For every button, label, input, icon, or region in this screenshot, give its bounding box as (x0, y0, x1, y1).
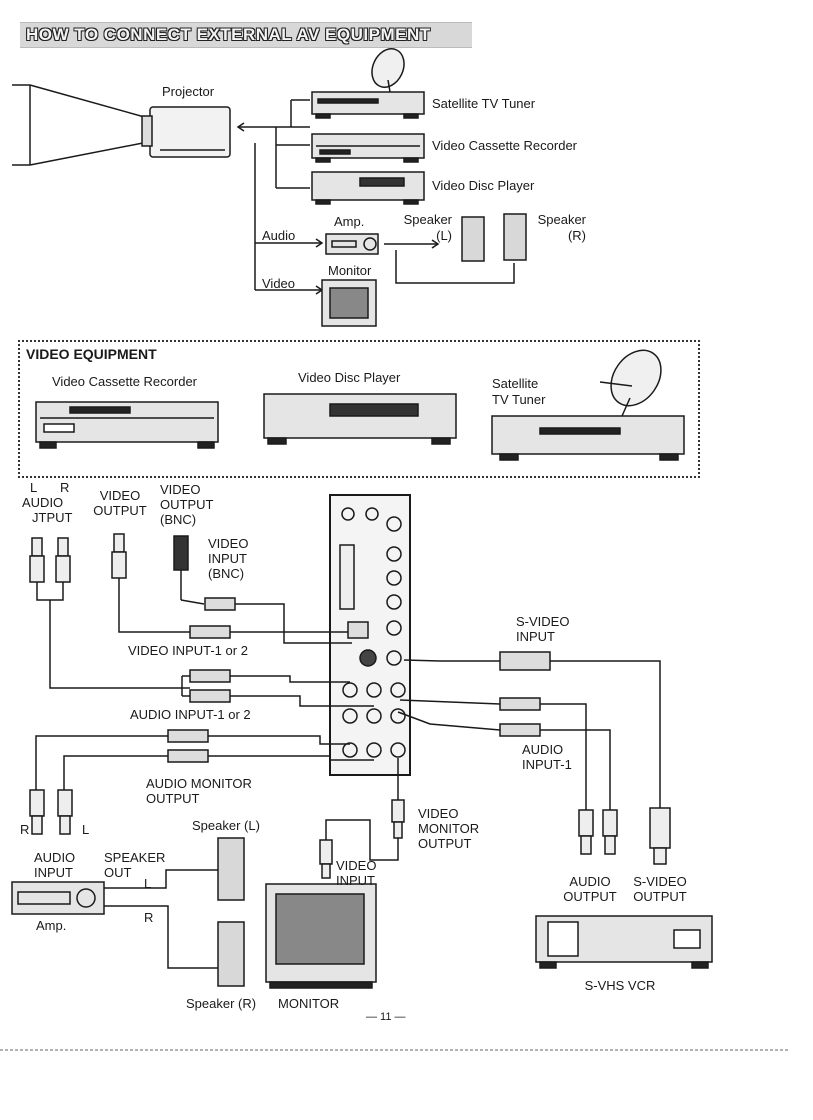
speaker-wires (104, 869, 218, 969)
video-disc-player-top-icon (311, 171, 425, 205)
video-input-12-label: VIDEO INPUT-1 or 2 (128, 643, 248, 658)
amp-top-icon (325, 233, 379, 255)
av-branch-lines (254, 143, 324, 295)
box-vcr-label: Video Cassette Recorder (52, 374, 198, 389)
speaker-l-label-1: Speaker (403, 212, 452, 227)
audio-output-label-1: AUDIO (22, 495, 64, 510)
panel-input-cables (35, 625, 374, 790)
section-header: HOW TO CONNECT EXTERNAL AV EQUIPMENT (20, 22, 472, 48)
vcr-label: Video Cassette Recorder (432, 138, 578, 153)
video-input-label-1: VIDEO (336, 858, 377, 873)
video-output-label-2: OUTPUT (93, 503, 147, 518)
satellite-tuner-icon (311, 48, 425, 119)
audio-monitor-output-label-2: OUTPUT (146, 791, 200, 806)
s-video-output-label-2: OUTPUT (633, 889, 687, 904)
speaker-l-label: Speaker (L) (192, 818, 260, 833)
vcr-top-icon (311, 133, 425, 163)
monitor-label: Monitor (328, 263, 372, 278)
video-output-plug (111, 533, 190, 633)
speaker-r-bottom-icon (217, 921, 245, 987)
audio-input1-label-2: INPUT-1 (522, 757, 572, 772)
audio-input1-label-1: AUDIO (522, 742, 564, 757)
s-video-input-label-1: S-VIDEO (516, 614, 570, 629)
video-output-label-1: VIDEO (99, 488, 141, 503)
svhs-vcr-label: S-VHS VCR (584, 978, 656, 993)
projector-label: Projector (162, 84, 215, 99)
amp-input-plugs (29, 789, 73, 835)
page-title: HOW TO CONNECT EXTERNAL AV EQUIPMENT (26, 25, 431, 44)
audio-output-label-2: JTPUT (32, 510, 73, 525)
video-output-bnc-label-2: OUTPUT (160, 497, 214, 512)
video-input-label-2: INPUT (336, 873, 375, 888)
amp-label: Amp. (334, 214, 365, 229)
box-satellite-label-2: TV Tuner (492, 392, 546, 407)
speaker-r-label-2: (R) (567, 228, 586, 243)
r-label: R (20, 822, 30, 837)
lr-r-label: R (60, 480, 70, 495)
svhs-vcr-icon (535, 915, 713, 969)
video-equipment-box (18, 340, 700, 478)
monitor-top-icon (321, 279, 377, 327)
video-input-bnc-label-3: (BNC) (208, 566, 245, 581)
audio-input1-cable (397, 697, 618, 855)
video-output-bnc-label-1: VIDEO (160, 482, 201, 497)
audio-input-label-1: AUDIO (34, 850, 76, 865)
video-input-bnc-label-2: INPUT (208, 551, 247, 566)
video-input-bnc-label-1: VIDEO (208, 536, 249, 551)
satellite-tuner-box-icon (491, 349, 685, 461)
speaker-r-label: Speaker (R) (186, 996, 257, 1011)
speaker-l-label-2: (L) (436, 228, 452, 243)
video-monitor-output-label-3: OUTPUT (418, 836, 472, 851)
speaker-out-label-2: OUT (104, 865, 132, 880)
s-video-output-label-1: S-VIDEO (633, 874, 687, 889)
video-monitor-output-cable (319, 758, 405, 879)
amp-speaker-lines (384, 239, 515, 284)
s-video-input-label-2: INPUT (516, 629, 555, 644)
s-video-cable (403, 651, 671, 865)
bnc-plug (173, 535, 352, 644)
video-label: Video (262, 276, 296, 291)
audio-monitor-output-label-1: AUDIO MONITOR (146, 776, 252, 791)
satellite-tuner-label: Satellite TV Tuner (432, 96, 536, 111)
audio-input-label-2: INPUT (34, 865, 73, 880)
monitor-bottom-icon (265, 883, 377, 989)
video-disc-player-box-icon (263, 393, 457, 445)
speaker-r-top-icon (503, 213, 527, 261)
amp-bottom-label: Amp. (36, 918, 67, 933)
vcr-box-icon (35, 401, 219, 449)
audio-input-12-label: AUDIO INPUT-1 or 2 (130, 707, 251, 722)
lr-l-label: L (30, 480, 38, 495)
page-number: — 11 — (366, 1011, 406, 1023)
speaker-l-top-icon (461, 216, 485, 262)
speaker-out-label-1: SPEAKER (104, 850, 166, 865)
video-disc-player-label: Video Disc Player (432, 178, 535, 193)
amp-bottom-icon (11, 881, 105, 915)
video-equipment-title: VIDEO EQUIPMENT (26, 346, 157, 362)
audio-output-plugs (29, 537, 190, 689)
box-satellite-label-1: Satellite (492, 376, 539, 391)
video-output-bnc-label-3: (BNC) (160, 512, 197, 527)
box-vdp-label: Video Disc Player (298, 370, 401, 385)
video-monitor-output-label-2: MONITOR (418, 821, 480, 836)
audio-output-vcr-label-1: AUDIO (569, 874, 611, 889)
speaker-r-label-1: Speaker (537, 212, 586, 227)
input-connection-lines (236, 99, 310, 189)
connector-panel (329, 494, 411, 776)
amp-l-label: L (144, 876, 152, 891)
projector-icon (141, 106, 231, 158)
audio-label: Audio (262, 228, 296, 243)
speaker-l-bottom-icon (217, 837, 245, 901)
monitor-bottom-label: MONITOR (278, 996, 340, 1011)
audio-output-vcr-label-2: OUTPUT (563, 889, 617, 904)
l-label: L (82, 822, 90, 837)
video-monitor-output-label-1: VIDEO (418, 806, 459, 821)
projection-beam (12, 84, 149, 166)
amp-r-label: R (144, 910, 154, 925)
